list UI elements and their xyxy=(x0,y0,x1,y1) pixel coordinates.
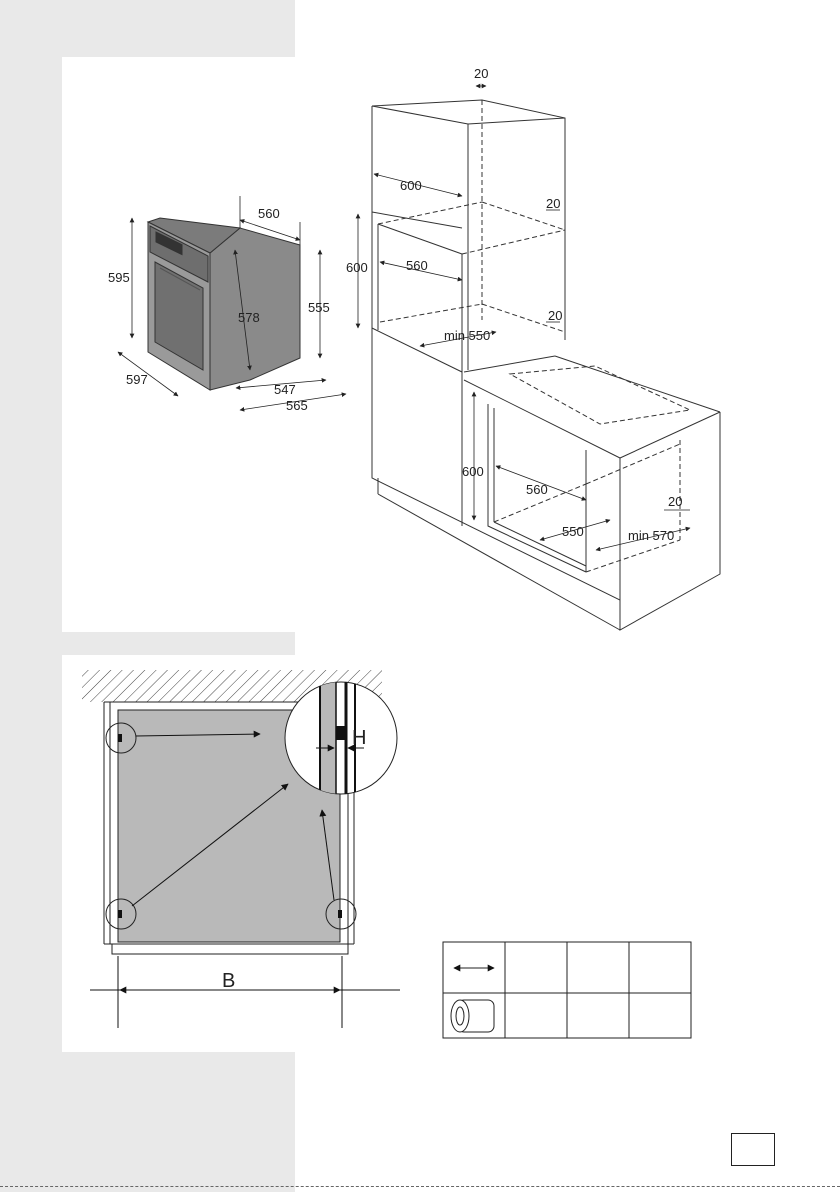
gap-top-label: 20 xyxy=(474,66,488,81)
installation-dimensions-panel: 560 595 578 555 597 547 565 xyxy=(62,57,840,632)
page-number-box xyxy=(731,1133,775,1166)
gap-h-label: H xyxy=(352,727,366,749)
oven-front-height-label: 578 xyxy=(238,310,260,325)
fitting-drawing: H B xyxy=(62,655,840,1052)
upper-inner-width-label: 560 xyxy=(406,258,428,273)
oven-depth-top-label: 560 xyxy=(258,206,280,221)
spacer-roll-icon xyxy=(451,1000,494,1032)
lower-min-depth-label: min 570 xyxy=(628,528,674,543)
legend-table xyxy=(443,942,691,1038)
bottom-rule xyxy=(0,1186,840,1187)
width-dimension xyxy=(90,956,400,1028)
installation-dimensions-drawing: 560 595 578 555 597 547 565 xyxy=(62,57,840,632)
upper-height-label: 600 xyxy=(346,260,368,275)
detail-magnifier: H xyxy=(285,682,397,794)
cabinet-dimension-labels: 20 600 20 600 560 20 min 550 600 560 20 … xyxy=(346,66,682,543)
upper-depth-label: min 550 xyxy=(444,328,490,343)
oven-side-height-label: 555 xyxy=(308,300,330,315)
oven-height-label: 595 xyxy=(108,270,130,285)
upper-width-label: 600 xyxy=(400,178,422,193)
gap-upper-right-label: 20 xyxy=(546,196,560,211)
fitting-panel: H B xyxy=(62,655,840,1052)
oven-depth-body-label: 547 xyxy=(274,382,296,397)
oven-illustration xyxy=(148,218,300,390)
gap-upper-bottom-label: 20 xyxy=(548,308,562,323)
lower-gap-label: 20 xyxy=(668,494,682,509)
cabinet-illustration xyxy=(372,100,720,630)
lower-inner-width-label: 560 xyxy=(526,482,548,497)
lower-height-label: 600 xyxy=(462,464,484,479)
lower-depth-label: 550 xyxy=(562,524,584,539)
oven-depth-total-label: 565 xyxy=(286,398,308,413)
oven-width-label: 597 xyxy=(126,372,148,387)
width-b-label: B xyxy=(222,970,235,992)
